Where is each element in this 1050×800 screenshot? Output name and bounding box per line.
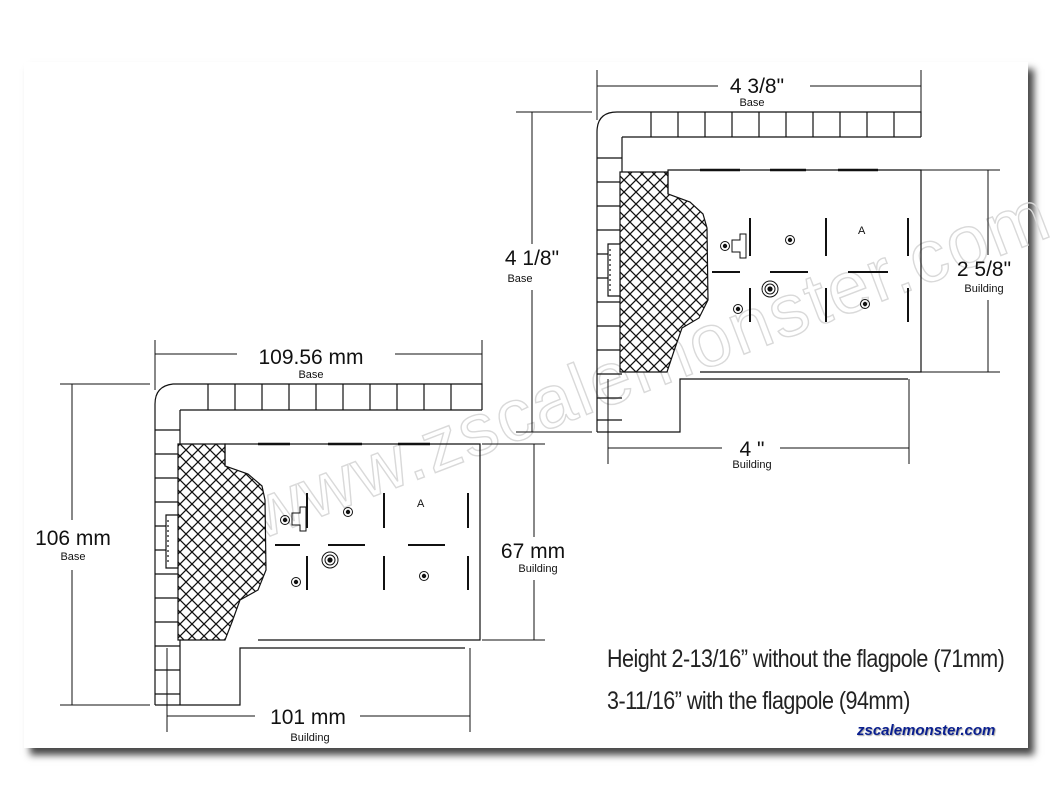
metric-dimension-lines bbox=[60, 340, 545, 732]
metric-base-depth: 106 mm bbox=[35, 527, 111, 550]
height-note-line-1: Height 2-13/16” without the flagpole (71… bbox=[607, 645, 1005, 673]
metric-room-letter: A bbox=[417, 498, 425, 510]
metric-base-outline bbox=[154, 383, 483, 705]
metric-building-depth: 67 mm bbox=[501, 540, 565, 563]
metric-base-width-caption: Base bbox=[298, 369, 323, 381]
imperial-dimension-lines bbox=[516, 70, 1000, 464]
imperial-building-width-caption: Building bbox=[732, 459, 771, 471]
metric-building-width-caption: Building bbox=[290, 732, 329, 744]
brand-link[interactable]: zscalemonster.com bbox=[857, 722, 996, 739]
imperial-building-depth: 2 5/8" bbox=[957, 258, 1011, 281]
imperial-base-outline bbox=[596, 111, 922, 432]
metric-base-depth-caption: Base bbox=[60, 551, 85, 563]
metric-base-width: 109.56 mm bbox=[258, 346, 363, 369]
imperial-room-letter: A bbox=[858, 225, 866, 237]
imperial-base-width: 4 3/8" bbox=[730, 75, 784, 98]
metric-floor-plan bbox=[154, 383, 483, 706]
imperial-base-depth: 4 1/8" bbox=[505, 247, 559, 270]
metric-building-width: 101 mm bbox=[270, 706, 346, 729]
metric-building-depth-caption: Building bbox=[518, 563, 557, 575]
height-note-line-2: 3-11/16” with the flagpole (94mm) bbox=[607, 687, 910, 715]
imperial-base-width-caption: Base bbox=[739, 97, 764, 109]
imperial-building-depth-caption: Building bbox=[964, 283, 1003, 295]
imperial-building-width: 4 " bbox=[740, 438, 765, 461]
imperial-base-depth-caption: Base bbox=[507, 273, 532, 285]
